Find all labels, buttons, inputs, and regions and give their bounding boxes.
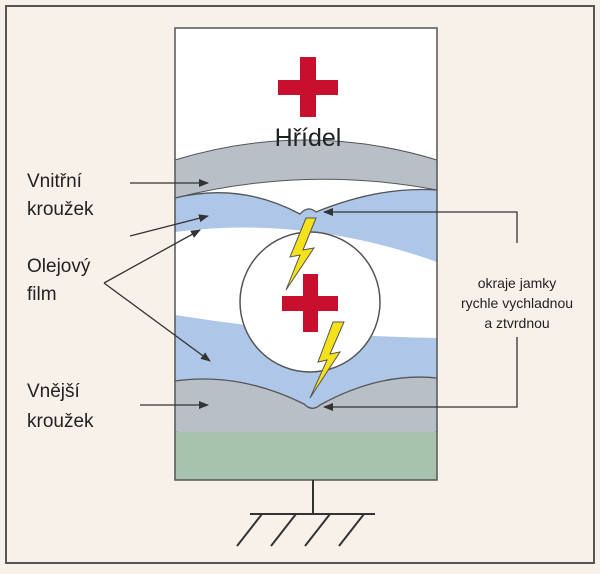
callout-lines xyxy=(103,179,518,411)
pit-edge-lower-arrow xyxy=(323,337,518,411)
inner-ring-label-line2: kroužek xyxy=(27,199,94,220)
pit-edge-upper-arrow xyxy=(323,208,518,243)
pit-edges-label-line2: rychle vychladnou xyxy=(461,295,573,311)
outer-ring-label-line2: kroužek xyxy=(27,411,94,432)
outer-frame xyxy=(5,5,595,564)
oil-film-arrow-2 xyxy=(103,282,211,362)
plus-icon xyxy=(282,274,338,332)
outer-ring-label-line1: Vnější xyxy=(27,381,81,402)
shaft-label: Hřídel xyxy=(275,124,342,152)
plus-icon xyxy=(278,57,338,117)
lightning-icon xyxy=(309,321,345,399)
pit-edges-label-line1: okraje jamky xyxy=(478,275,557,291)
housing xyxy=(175,432,437,480)
oil-film-label-line1: Olejový xyxy=(27,256,91,277)
oil-film-arrow-1 xyxy=(103,229,201,284)
pit-edges-label-line3: a ztvrdnou xyxy=(484,315,549,331)
oil-film-upper-arrow xyxy=(129,214,209,237)
inner-ring-surface xyxy=(174,188,438,215)
lightning-icon xyxy=(285,217,317,291)
bearing-column-border xyxy=(174,27,438,481)
inner-ring-label-line1: Vnitřní xyxy=(27,171,83,192)
outer-ring xyxy=(175,377,437,432)
oil-film-label-line2: film xyxy=(27,284,57,305)
ground-icon xyxy=(236,480,375,547)
outer-ring-surface xyxy=(174,376,438,409)
